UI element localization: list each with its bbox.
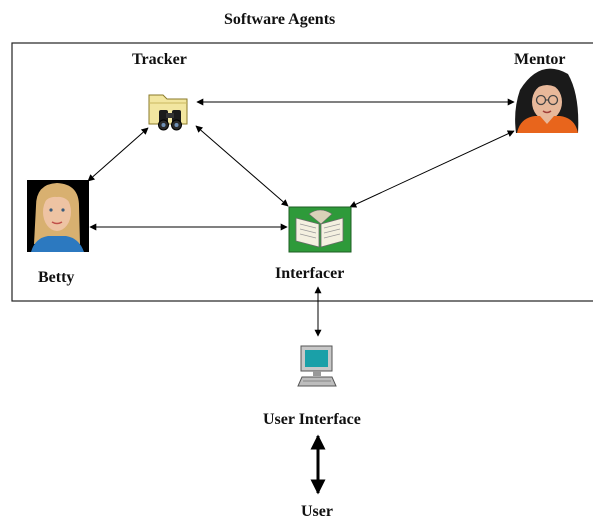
binoculars-folder-icon bbox=[148, 94, 188, 131]
interfacer-label: Interfacer bbox=[275, 265, 345, 282]
betty-label: Betty bbox=[38, 269, 75, 286]
software-agents-frame bbox=[11, 42, 593, 302]
tracker-label: Tracker bbox=[132, 51, 187, 68]
open-book-icon bbox=[288, 206, 352, 253]
betty-portrait-icon bbox=[27, 180, 89, 252]
user-label: User bbox=[301, 503, 333, 520]
computer-monitor-icon bbox=[297, 345, 337, 387]
mentor-label: Mentor bbox=[514, 51, 566, 68]
user-interface-label: User Interface bbox=[263, 411, 361, 428]
diagram-title: Software Agents bbox=[224, 11, 336, 28]
mentor-portrait-icon bbox=[515, 68, 579, 133]
arrow-mentor-interfacer bbox=[349, 130, 515, 208]
arrow-tracker-interfacer bbox=[195, 125, 289, 207]
arrow-tracker-betty bbox=[87, 127, 149, 182]
